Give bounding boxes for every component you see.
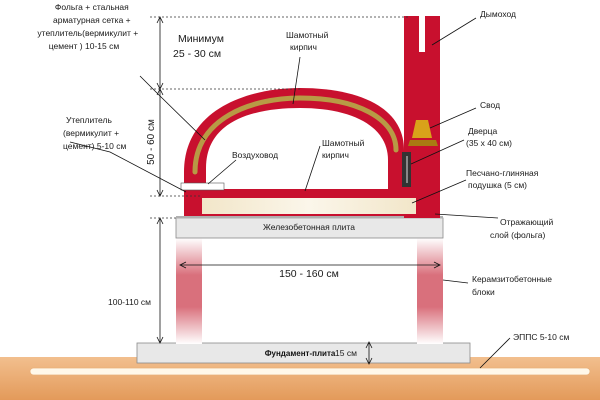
leader-fireclay-bottom	[304, 145, 321, 192]
leader-blocks	[442, 279, 469, 284]
label-fireclay-top: Шамотный кирпич	[286, 30, 331, 52]
leader-insulation	[69, 141, 187, 193]
leader-foil-mesh	[139, 75, 206, 141]
label-door: Дверца (35 х 40 см)	[466, 126, 512, 148]
label-foil-mesh: Фольга + стальная арматурная сетка + уте…	[37, 2, 140, 51]
epps-layer	[29, 367, 591, 376]
label-reflective: Отражающий слой (фольга)	[490, 217, 556, 240]
dim-50-60-arrows	[156, 88, 164, 197]
dim-foundation-arrows	[365, 341, 373, 365]
hearth-insulation	[202, 198, 416, 214]
label-chimney: Дымоход	[480, 9, 516, 19]
fireclay-vault	[192, 95, 399, 175]
air-duct	[180, 182, 225, 191]
oven-chamber	[206, 108, 388, 189]
label-foundation-15: 15 см	[335, 348, 357, 358]
left-pillar	[176, 238, 202, 344]
leader-fireclay-top	[292, 56, 301, 105]
label-width: 150 - 160 см	[279, 268, 339, 280]
leader-door	[410, 139, 465, 165]
vault-wedge	[412, 120, 432, 138]
dim-width-arrows	[179, 261, 441, 269]
label-height-50-60: 50 - 60 см	[146, 119, 157, 165]
label-minimum: Минимум 25 - 30 см	[173, 33, 227, 60]
label-sand-clay: Песчано-глиняная подушка (5 см)	[466, 168, 541, 190]
leader-air-duct	[207, 159, 237, 185]
label-insulation: Утеплитель (вермикулит + цемент) 5-10 см	[63, 115, 126, 151]
leader-reflective	[434, 213, 499, 219]
leader-sand-clay	[411, 179, 467, 204]
label-rc-slab: Железобетонная плита	[263, 222, 355, 232]
leader-epps	[479, 337, 511, 369]
right-pillar	[417, 238, 443, 344]
reflective-foil	[176, 216, 443, 219]
label-fireclay-bottom: Шамотный кирпич	[322, 138, 367, 160]
label-air-duct: Воздуховод	[232, 150, 278, 160]
label-vault: Свод	[480, 100, 500, 110]
door-handle	[406, 156, 408, 183]
label-blocks: Керамзитобетонные блоки	[472, 274, 554, 297]
label-height-100-110: 100-110 см	[108, 297, 151, 307]
label-epps: ЭППС 5-10 см	[513, 332, 569, 342]
label-foundation: Фундамент-плита	[265, 349, 336, 358]
hearth-brick	[206, 189, 402, 196]
ground	[0, 357, 600, 400]
leader-chimney	[431, 17, 477, 46]
chimney-flue	[419, 16, 425, 52]
leader-vault	[429, 107, 477, 129]
vault-lintel	[408, 140, 438, 146]
foundation-slab	[136, 342, 471, 364]
